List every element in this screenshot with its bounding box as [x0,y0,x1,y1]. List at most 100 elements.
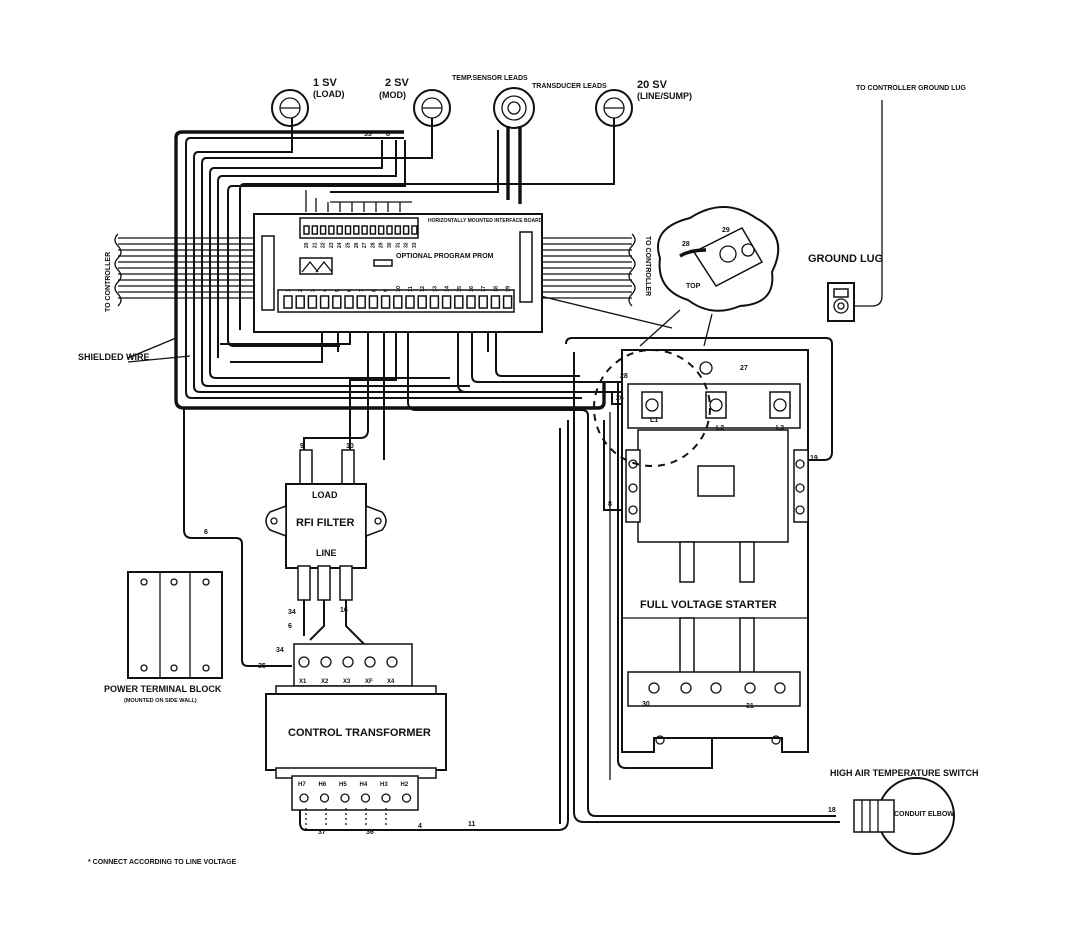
board-top-terminal [303,225,310,235]
board-bottom-terminal [417,295,427,309]
board-top-terminal [344,225,352,235]
wire-18: 18 [828,807,836,814]
full-voltage-starter: FULL VOLTAGE STARTER L1 L2 L3 [621,349,809,753]
ground-lug: GROUND LUG [808,253,883,322]
valve-1sv-sub: (LOAD) [313,89,345,99]
wire-37: 37 [318,829,326,836]
valve-20sv-label: 20 SV [637,79,668,91]
starter-line-terminal [641,391,663,419]
board-bottom-terminal [319,295,330,309]
board-bottom-terminal-label: 16 [469,286,475,292]
transformer-bottom-label: H7 [298,782,306,788]
transformer-top-screw [386,656,398,668]
transformer-bottom-label: H5 [339,782,347,788]
transformer-bottom-label: H4 [360,782,368,788]
board-top-terminal-label: 31 [395,242,401,248]
board-bottom-terminal-label: 9 [384,289,390,292]
starter-load-screw [710,682,722,694]
board-top-terminal-label: 28 [370,242,376,248]
top-label: TOP [686,283,701,290]
starter-line-screw [645,398,659,412]
board-bottom-terminal [295,295,305,309]
transformer-top-label: XF [365,679,373,685]
rfi-load-label: LOAD [312,490,338,500]
board-left-connector [261,235,275,311]
board-bottom-terminal [283,295,293,309]
air-switch-label: HIGH AIR TEMPERATURE SWITCH [830,768,979,778]
starter-line-screw [709,398,723,412]
transformer-bottom-label: H3 [380,782,388,788]
shielded-wire-label: SHIELDED WIRE [78,352,150,362]
board-bottom-terminal-label: 18 [493,286,499,292]
valve-2sv-label: 2 SV [385,77,410,89]
board-top-terminal-label: 32 [404,242,410,248]
starter-title: FULL VOLTAGE STARTER [640,599,777,611]
board-bottom-terminal-label: 10 [396,286,402,292]
board-note-label: HORIZONTALLY MOUNTED INTERFACE BOARD [428,218,543,224]
wire-11: 11 [468,821,476,828]
temp-sensor-label: TEMP.SENSOR LEADS [452,75,528,82]
board-bottom-terminal [332,295,342,309]
board-top-terminal [328,225,335,235]
prom-socket [373,259,393,267]
board-top-terminal [353,225,360,235]
board-bottom-terminal-label: 2 [298,289,304,292]
controller-ground-label: TO CONTROLLER GROUND LUG [856,85,966,92]
board-bottom-terminal [490,295,501,309]
wire-33: 33 [364,131,372,138]
board-top-terminal-label: 29 [379,242,385,248]
board-top-terminal-label: 27 [362,242,368,248]
board-top-terminal-label: 21 [312,242,318,248]
ribbon-cable-right: TO CONTROLLER [540,233,651,307]
wire-34b: 34 [276,647,284,654]
board-bottom-terminal [405,295,415,309]
sensor-connector: TEMP.SENSOR LEADS TRANSDUCER LEADS [452,75,607,129]
to-controller-left-label: TO CONTROLLER [105,252,112,312]
board-bottom-terminal [429,295,440,309]
board-bottom-terminal [466,295,476,309]
board-top-terminal-label: 20 [304,242,310,248]
wire-number-labels: 33 8 6 9 10 34 16 34 35 6 8 19 28 26 30 … [204,131,836,836]
board-bottom-terminal-label: 3 [310,289,316,292]
valve-20sv-sub: (LINE/SUMP) [637,91,692,101]
board-bottom-terminal-label: 11 [408,286,414,292]
optional-prom-label: OPTIONAL PROGRAM PROM [396,253,494,260]
board-top-terminal-label: 22 [321,242,327,248]
board-top-terminal [319,225,327,235]
transformer-bottom-screw [340,793,350,803]
board-bottom-terminal [344,295,354,309]
board-bottom-terminal-label: 5 [335,289,341,292]
board-bottom-terminal-label: 14 [445,285,451,292]
board-top-terminal-label: 23 [329,242,335,248]
starter-load-screw [680,682,692,694]
board-top-terminal [361,225,368,235]
board-top-terminal-label: 26 [354,242,360,248]
transformer-top-label: X1 [299,679,307,685]
wire-35: 35 [258,663,266,670]
board-bottom-terminal [356,295,366,309]
rfi-line-label: LINE [316,548,337,558]
starter-load-screw [774,682,786,694]
wire-36: 36 [366,829,374,836]
board-bottom-terminal-label: 12 [420,286,426,292]
board-top-terminal [386,225,393,235]
wire-31: 31 [746,703,754,710]
transformer-bottom-screw [299,793,309,803]
starter-line-terminal [705,391,727,419]
board-top-terminal-label: 33 [412,242,418,248]
transformer-bottom-screw [360,793,371,803]
bubble-w28: 28 [682,241,690,248]
board-top-terminal-label: 24 [337,242,343,248]
board-top-terminal-label: 25 [346,242,352,248]
wire-34a: 34 [288,609,296,616]
board-bottom-terminal [478,295,488,309]
transformer-top-label: X2 [321,679,329,685]
to-controller-right-label: TO CONTROLLER [644,236,651,296]
starter-coil [697,465,735,497]
valve-2sv-sub: (MOD) [379,90,406,100]
starter-line-screw [773,398,787,412]
board-bottom-terminal-label: 17 [481,286,487,292]
wire-30: 30 [642,701,650,708]
